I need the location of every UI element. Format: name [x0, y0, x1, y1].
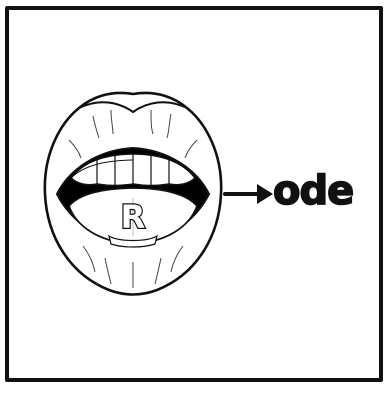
mouth-letter: R	[121, 198, 146, 236]
open-mouth-illustration: R	[43, 91, 223, 296]
word-ending: ode	[272, 167, 355, 215]
phonics-card: R ode	[5, 6, 383, 382]
right-arrow-icon	[223, 184, 273, 204]
